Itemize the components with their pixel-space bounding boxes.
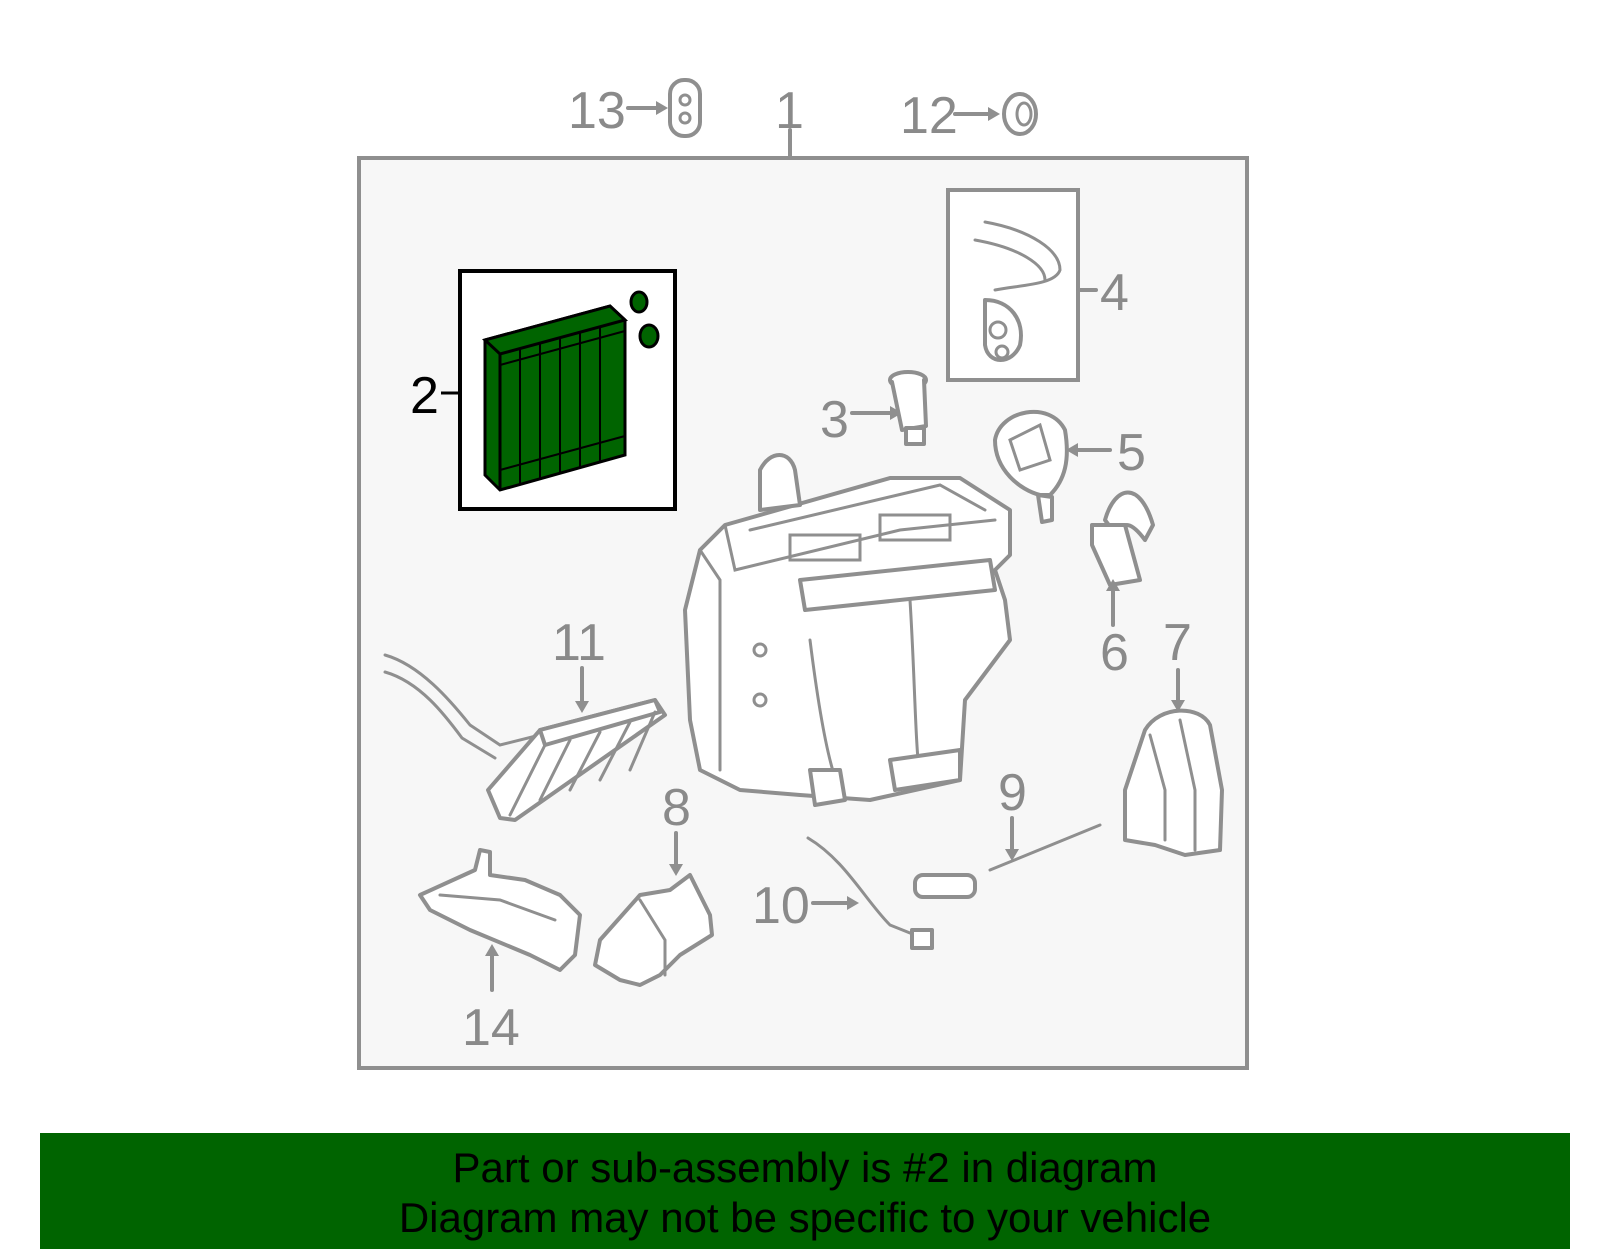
part-11-heater-core[interactable]: [383, 653, 667, 822]
arrowhead: [575, 701, 589, 713]
part-6-link[interactable]: [1090, 490, 1155, 587]
callout-4[interactable]: 4: [1100, 264, 1129, 322]
part-5-actuator[interactable]: [993, 410, 1069, 524]
part-13-grommet[interactable]: [668, 78, 702, 138]
part-3-sensor[interactable]: [888, 370, 928, 446]
part-8-duct[interactable]: [593, 873, 714, 987]
info-banner: Part or sub-assembly is #2 in diagram Di…: [40, 1133, 1570, 1249]
callout-5[interactable]: 5: [1117, 424, 1146, 482]
part-1-heater-housing[interactable]: [683, 453, 1012, 807]
arrowhead: [890, 406, 902, 420]
banner-line-1: Part or sub-assembly is #2 in diagram: [452, 1144, 1158, 1191]
part-14-duct[interactable]: [418, 848, 582, 972]
callout-10[interactable]: 10: [752, 877, 810, 935]
arrowhead: [485, 944, 499, 956]
callout-7[interactable]: 7: [1163, 614, 1192, 672]
arrowhead: [1171, 700, 1185, 712]
part-7-duct[interactable]: [1123, 708, 1224, 857]
arrowhead: [847, 896, 859, 910]
callout-2[interactable]: 2: [410, 367, 439, 425]
callout-8[interactable]: 8: [662, 779, 691, 837]
callout-6[interactable]: 6: [1100, 624, 1129, 682]
arrowhead: [1106, 579, 1120, 591]
callout-12[interactable]: 12: [900, 87, 958, 145]
callout-13[interactable]: 13: [568, 82, 626, 140]
callout-1[interactable]: 1: [775, 82, 804, 140]
banner-line-2: Diagram may not be specific to your vehi…: [398, 1194, 1212, 1241]
callout-11[interactable]: 11: [552, 614, 606, 672]
part-9-sensor-wire[interactable]: [913, 823, 1102, 899]
callout-9[interactable]: 9: [998, 764, 1027, 822]
part-2-evaporator[interactable]: [482, 290, 660, 492]
arrowhead: [656, 101, 668, 115]
part-12-plug[interactable]: [1002, 92, 1038, 136]
arrowhead: [1066, 443, 1078, 457]
arrowhead: [1005, 849, 1019, 861]
parts-diagram: 13 1 12 2 4 3: [357, 78, 1249, 1070]
callout-14[interactable]: 14: [462, 999, 520, 1057]
arrowhead: [988, 107, 1000, 121]
callout-3[interactable]: 3: [820, 391, 849, 449]
part-4-pipe[interactable]: [973, 220, 1062, 362]
part-10-sensor-wire[interactable]: [806, 836, 934, 950]
arrowhead: [669, 864, 683, 876]
